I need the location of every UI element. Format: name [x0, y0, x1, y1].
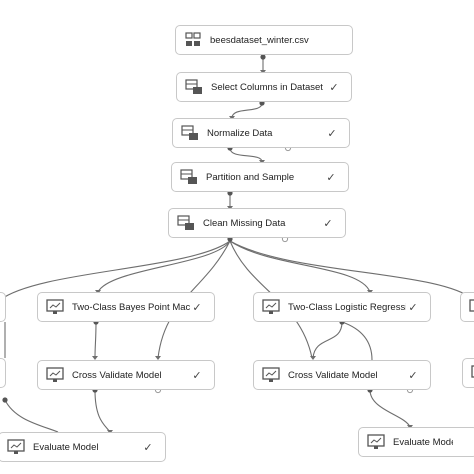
table-transform-icon — [180, 169, 197, 184]
wire-clean-logistic — [229, 240, 371, 293]
node-two-class-logistic[interactable]: Two-Class Logistic Regression ✓ — [253, 292, 431, 322]
table-transform-icon — [181, 125, 198, 140]
node-label: Evaluate Model — [33, 441, 99, 453]
partial-node-left-cv[interactable] — [0, 358, 6, 388]
wire-clean-right-edge — [229, 240, 474, 301]
node-evaluate-model-right[interactable]: Evaluate Model — [358, 427, 474, 457]
wire-normalize-partition — [229, 147, 263, 163]
status-check-icon: ✓ — [408, 301, 418, 314]
output-port — [260, 54, 266, 60]
node-label: Normalize Data — [207, 127, 273, 139]
status-check-icon: ✓ — [192, 301, 202, 314]
node-evaluate-model-left[interactable]: Evaluate Model ✓ — [0, 432, 166, 462]
arrowhead — [310, 356, 316, 360]
node-label: Two-Class Bayes Point Mach... — [72, 301, 190, 313]
status-check-icon: ✓ — [192, 369, 202, 382]
status-check-icon: ✓ — [329, 81, 339, 94]
node-label: Cross Validate Model — [288, 369, 378, 381]
monitor-icon — [262, 367, 280, 382]
wire-clean-bayes — [97, 240, 231, 293]
status-check-icon: ✓ — [326, 171, 336, 184]
node-label: Cross Validate Model — [72, 369, 162, 381]
database-icon — [185, 32, 201, 46]
monitor-icon — [262, 299, 280, 314]
wire-clean-left-edge — [0, 240, 231, 301]
wire-logistic-right — [341, 321, 373, 361]
partial-node-right-model[interactable] — [460, 292, 474, 322]
status-check-icon: ✓ — [327, 127, 337, 140]
monitor-icon — [471, 365, 474, 378]
node-cross-validate-right[interactable]: Cross Validate Model ✓ — [253, 360, 431, 390]
status-check-icon: ✓ — [408, 369, 418, 382]
status-check-icon: ✓ — [323, 217, 333, 230]
partial-node-right-cv[interactable] — [462, 358, 474, 388]
monitor-icon — [46, 367, 64, 382]
output-port — [2, 397, 8, 403]
node-two-class-bayes[interactable]: Two-Class Bayes Point Mach... ✓ — [37, 292, 215, 322]
node-cross-validate-left[interactable]: Cross Validate Model ✓ — [37, 360, 215, 390]
node-clean-missing-data[interactable]: Clean Missing Data ✓ — [168, 208, 346, 238]
arrowhead — [155, 356, 161, 360]
monitor-icon — [469, 299, 474, 312]
table-transform-icon — [185, 79, 202, 94]
wire-select-normalize — [231, 102, 263, 119]
monitor-icon — [7, 439, 25, 454]
node-dataset[interactable]: beesdataset_winter.csv — [175, 25, 353, 55]
partial-node-left-model[interactable] — [0, 292, 6, 322]
wire-cv-left-eval-left — [94, 389, 111, 433]
wire-cv-right-eval-right — [369, 389, 411, 428]
node-partition-sample[interactable]: Partition and Sample ✓ — [171, 162, 349, 192]
node-label: Partition and Sample — [206, 171, 295, 183]
arrowhead — [92, 356, 98, 360]
status-check-icon: ✓ — [143, 441, 153, 454]
node-select-columns[interactable]: Select Columns in Dataset ✓ — [176, 72, 352, 102]
node-normalize-data[interactable]: Normalize Data ✓ — [172, 118, 350, 148]
node-label: Evaluate Model — [393, 436, 453, 448]
monitor-icon — [367, 434, 385, 449]
wire-bayes-cv-left — [94, 321, 97, 359]
node-label: Two-Class Logistic Regression — [288, 301, 406, 313]
wire-left-edge-eval — [4, 399, 59, 433]
node-label: Select Columns in Dataset — [211, 81, 323, 93]
node-label: beesdataset_winter.csv — [210, 34, 309, 46]
wire-logistic-cv-right — [312, 321, 343, 359]
monitor-icon — [46, 299, 64, 314]
node-label: Clean Missing Data — [203, 217, 286, 229]
table-transform-icon — [177, 215, 194, 230]
